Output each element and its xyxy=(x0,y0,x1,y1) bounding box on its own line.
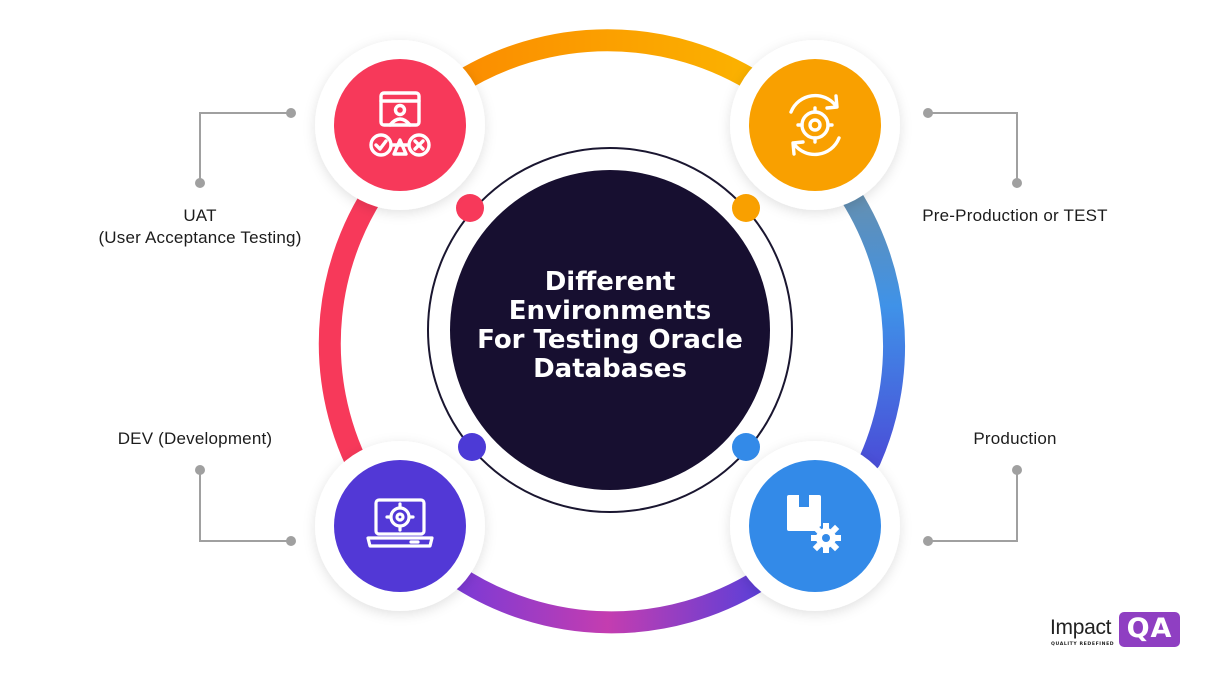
preprod-dot xyxy=(732,194,760,222)
logo-badge: QA xyxy=(1119,612,1180,647)
dev-label: DEV (Development) xyxy=(117,429,273,448)
prod-node xyxy=(730,441,900,611)
uat-label-subtitle: (User Acceptance Testing) xyxy=(98,228,302,247)
package-gear-icon xyxy=(787,495,841,553)
center-title-line-2: Environments xyxy=(508,296,712,326)
center-title-line-4: Databases xyxy=(533,354,687,384)
prod-dot xyxy=(732,433,760,461)
center-title-line-3: For Testing Oracle xyxy=(477,325,743,355)
impactqa-logo: Impact QUALITY REDEFINED QA xyxy=(1050,612,1180,652)
center-disc xyxy=(450,170,770,490)
uat-node xyxy=(315,40,485,210)
prod-label: Production xyxy=(973,429,1057,448)
dev-node xyxy=(315,441,485,611)
dev-dot xyxy=(458,433,486,461)
uat-label-title: UAT xyxy=(183,206,217,225)
logo-tagline: QUALITY REDEFINED xyxy=(1051,642,1115,647)
user-acceptance-icon xyxy=(369,91,431,157)
outer-ring xyxy=(318,29,906,634)
inner-ring xyxy=(427,147,793,513)
uat-dot xyxy=(456,194,484,222)
preprod-node xyxy=(730,40,900,210)
logo-word: Impact xyxy=(1050,616,1112,639)
center-title: Different Environments For Testing Oracl… xyxy=(460,268,760,384)
preprod-label: Pre-Production or TEST xyxy=(922,206,1108,225)
logo-badge-text: QA xyxy=(1126,613,1173,644)
laptop-gear-icon xyxy=(366,498,434,548)
center-title-line-1: Different xyxy=(544,267,676,297)
uat-label: UAT (User Acceptance Testing) xyxy=(75,205,325,249)
connectors xyxy=(199,112,1018,542)
gear-cycle-icon xyxy=(789,93,841,157)
